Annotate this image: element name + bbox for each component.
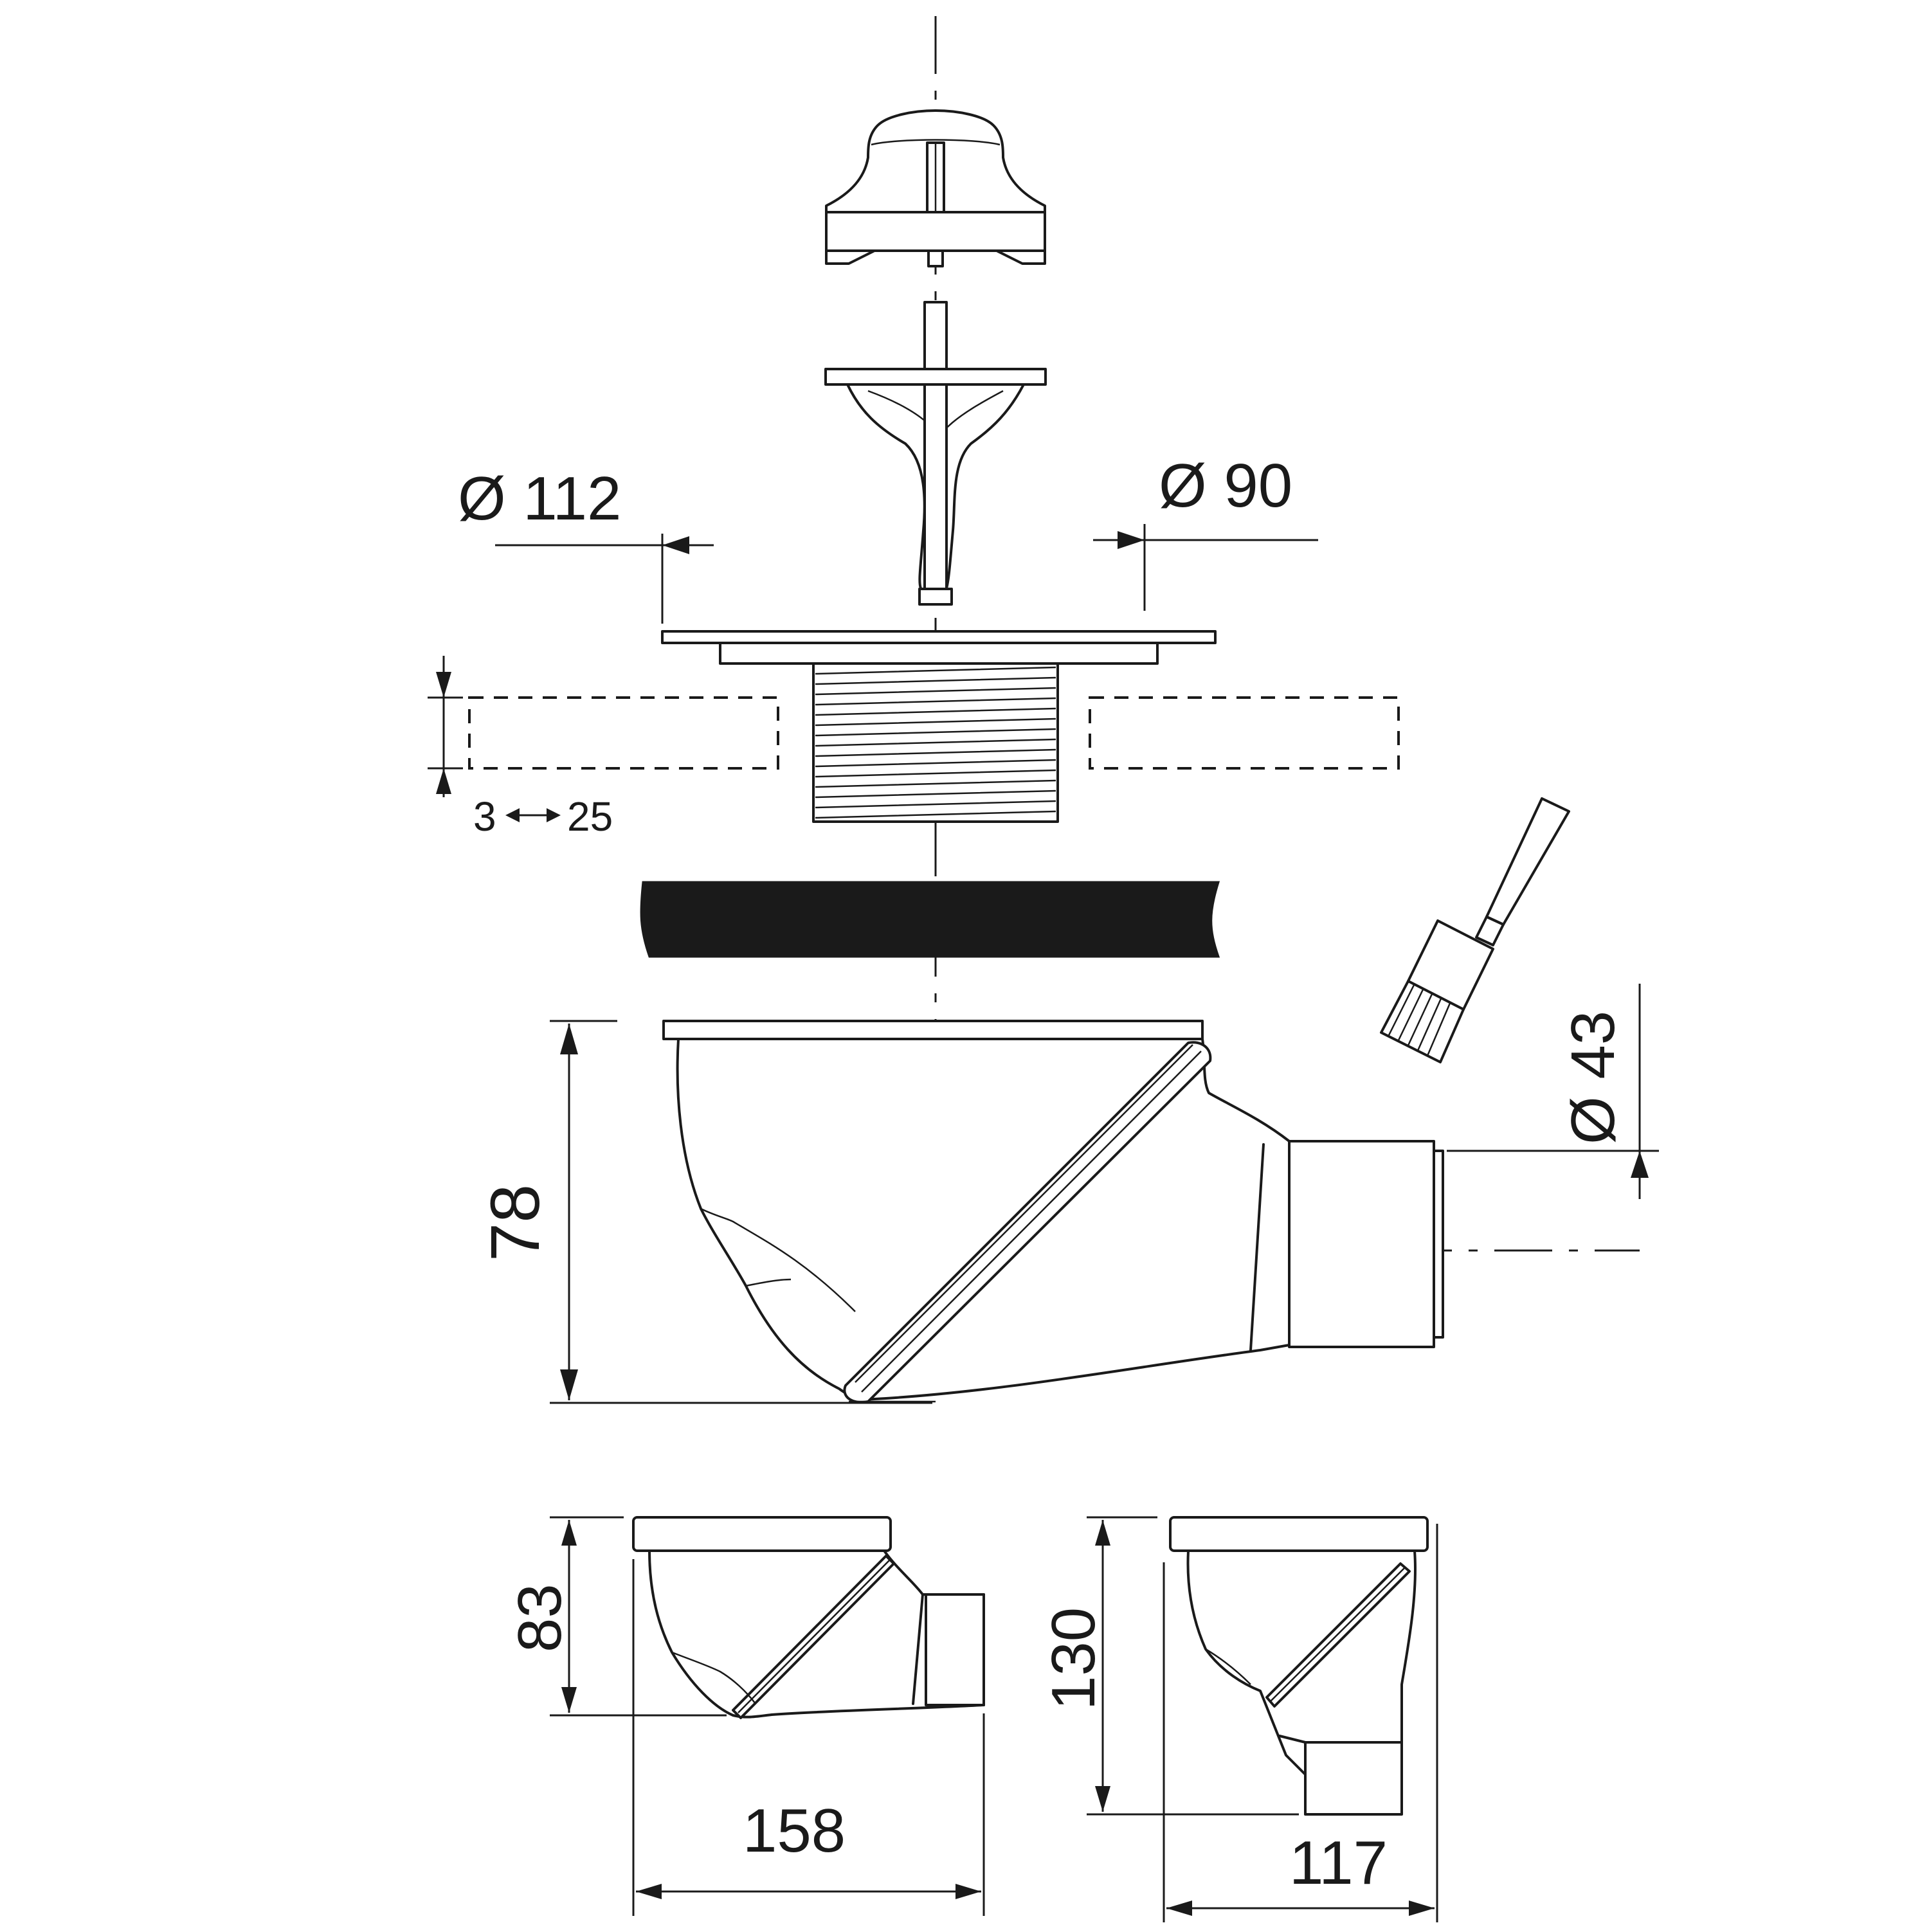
dimension-h83: 83 xyxy=(505,1516,727,1717)
dimension-label-h83: 83 xyxy=(505,1584,574,1652)
stem-assembly xyxy=(824,301,1047,606)
dimension-tray-thickness: 3 25 xyxy=(428,656,613,840)
rubber-gasket xyxy=(640,881,1220,958)
dimension-d112: Ø 112 xyxy=(458,464,714,624)
dimension-label-d43: Ø 43 xyxy=(1559,1011,1627,1144)
dimension-h78: 78 xyxy=(476,1020,932,1404)
thickness-max-label: 25 xyxy=(567,793,613,840)
thickness-arrow-icon xyxy=(505,808,561,822)
dimension-w117: 117 xyxy=(1163,1524,1438,1922)
strainer-cap xyxy=(825,109,1046,267)
dimension-label-d112: Ø 112 xyxy=(458,464,621,533)
dimension-label-w158: 158 xyxy=(743,1796,846,1865)
dimension-w158: 158 xyxy=(632,1559,985,1916)
dimension-label-h130: 130 xyxy=(1039,1607,1108,1710)
dimension-h130: 130 xyxy=(1039,1516,1299,1816)
dimension-label-h78: 78 xyxy=(476,1184,554,1261)
thickness-min-label: 3 xyxy=(473,793,496,840)
tray-section-left xyxy=(468,696,779,770)
variant-view-117 xyxy=(1169,1516,1429,1816)
dimension-d90: Ø 90 xyxy=(1093,451,1318,611)
glue-brush-icon xyxy=(1380,797,1570,1063)
dimension-d43: Ø 43 xyxy=(1447,984,1659,1199)
tray-section-right xyxy=(1089,696,1400,770)
flange-body xyxy=(661,630,1217,823)
trap-body xyxy=(662,1020,1444,1404)
dimension-label-d90: Ø 90 xyxy=(1159,451,1292,520)
variant-view-158 xyxy=(632,1516,985,1719)
dimension-label-w117: 117 xyxy=(1289,1828,1388,1897)
